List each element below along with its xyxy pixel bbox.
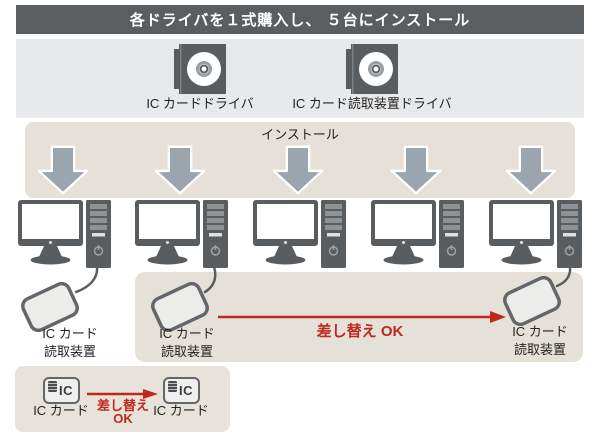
swap-ok-label: 差し替え OK <box>316 323 404 340</box>
header-title: 各ドライバを１式購入し、 ５台にインストール <box>129 12 471 29</box>
chip-icon <box>168 381 177 392</box>
down-arrow-icon <box>154 144 206 196</box>
computer-icon <box>253 200 346 268</box>
chip-icon <box>48 381 57 392</box>
down-arrow-icon <box>37 144 89 196</box>
card-swap-label-line2: OK <box>113 411 133 426</box>
ic-card-label: IC カード <box>33 403 89 418</box>
cd-driver-icon <box>346 44 398 94</box>
driver-panel <box>16 39 584 118</box>
reader-label: 読取装置 <box>513 342 566 357</box>
disc-label: IC カードドライバ <box>146 96 254 111</box>
computer-icon <box>489 200 582 268</box>
down-arrow-icon <box>505 144 557 196</box>
disc-label: IC カード読取装置ドライバ <box>292 96 452 111</box>
computer-icon <box>18 200 111 268</box>
header-banner: 各ドライバを１式購入し、 ５台にインストール <box>16 5 584 34</box>
cable-line <box>555 264 572 288</box>
cd-driver-icon <box>174 44 226 94</box>
down-arrow-icon <box>272 144 324 196</box>
install-label: インストール <box>261 127 339 142</box>
card-reader-icon <box>145 282 225 332</box>
computer-icon <box>135 200 228 268</box>
ic-card-label: IC カード <box>153 403 209 418</box>
ic-card-icon: IC <box>43 377 80 404</box>
card-swap-label: 差し替え OK <box>84 399 162 425</box>
down-arrow-icon <box>390 144 442 196</box>
card-reader-icon <box>497 276 577 326</box>
ic-card-icon: IC <box>163 377 200 404</box>
reader-label: 読取装置 <box>43 344 96 359</box>
ic-card-text: IC <box>179 383 193 398</box>
reader-label: 読取装置 <box>160 344 213 359</box>
reader-label: IC カード <box>512 324 568 339</box>
cable-line <box>74 266 99 294</box>
cable-line <box>203 266 217 294</box>
swap-arrow-icon <box>218 311 506 323</box>
computer-icon <box>371 200 464 268</box>
card-reader-icon <box>15 282 95 332</box>
card-swap-label-line1: 差し替え <box>96 398 149 413</box>
ic-card-text: IC <box>59 383 73 398</box>
reader-label: IC カード <box>42 326 98 341</box>
reader-label: IC カード <box>159 326 215 341</box>
card-swap-arrow-icon <box>87 389 158 399</box>
